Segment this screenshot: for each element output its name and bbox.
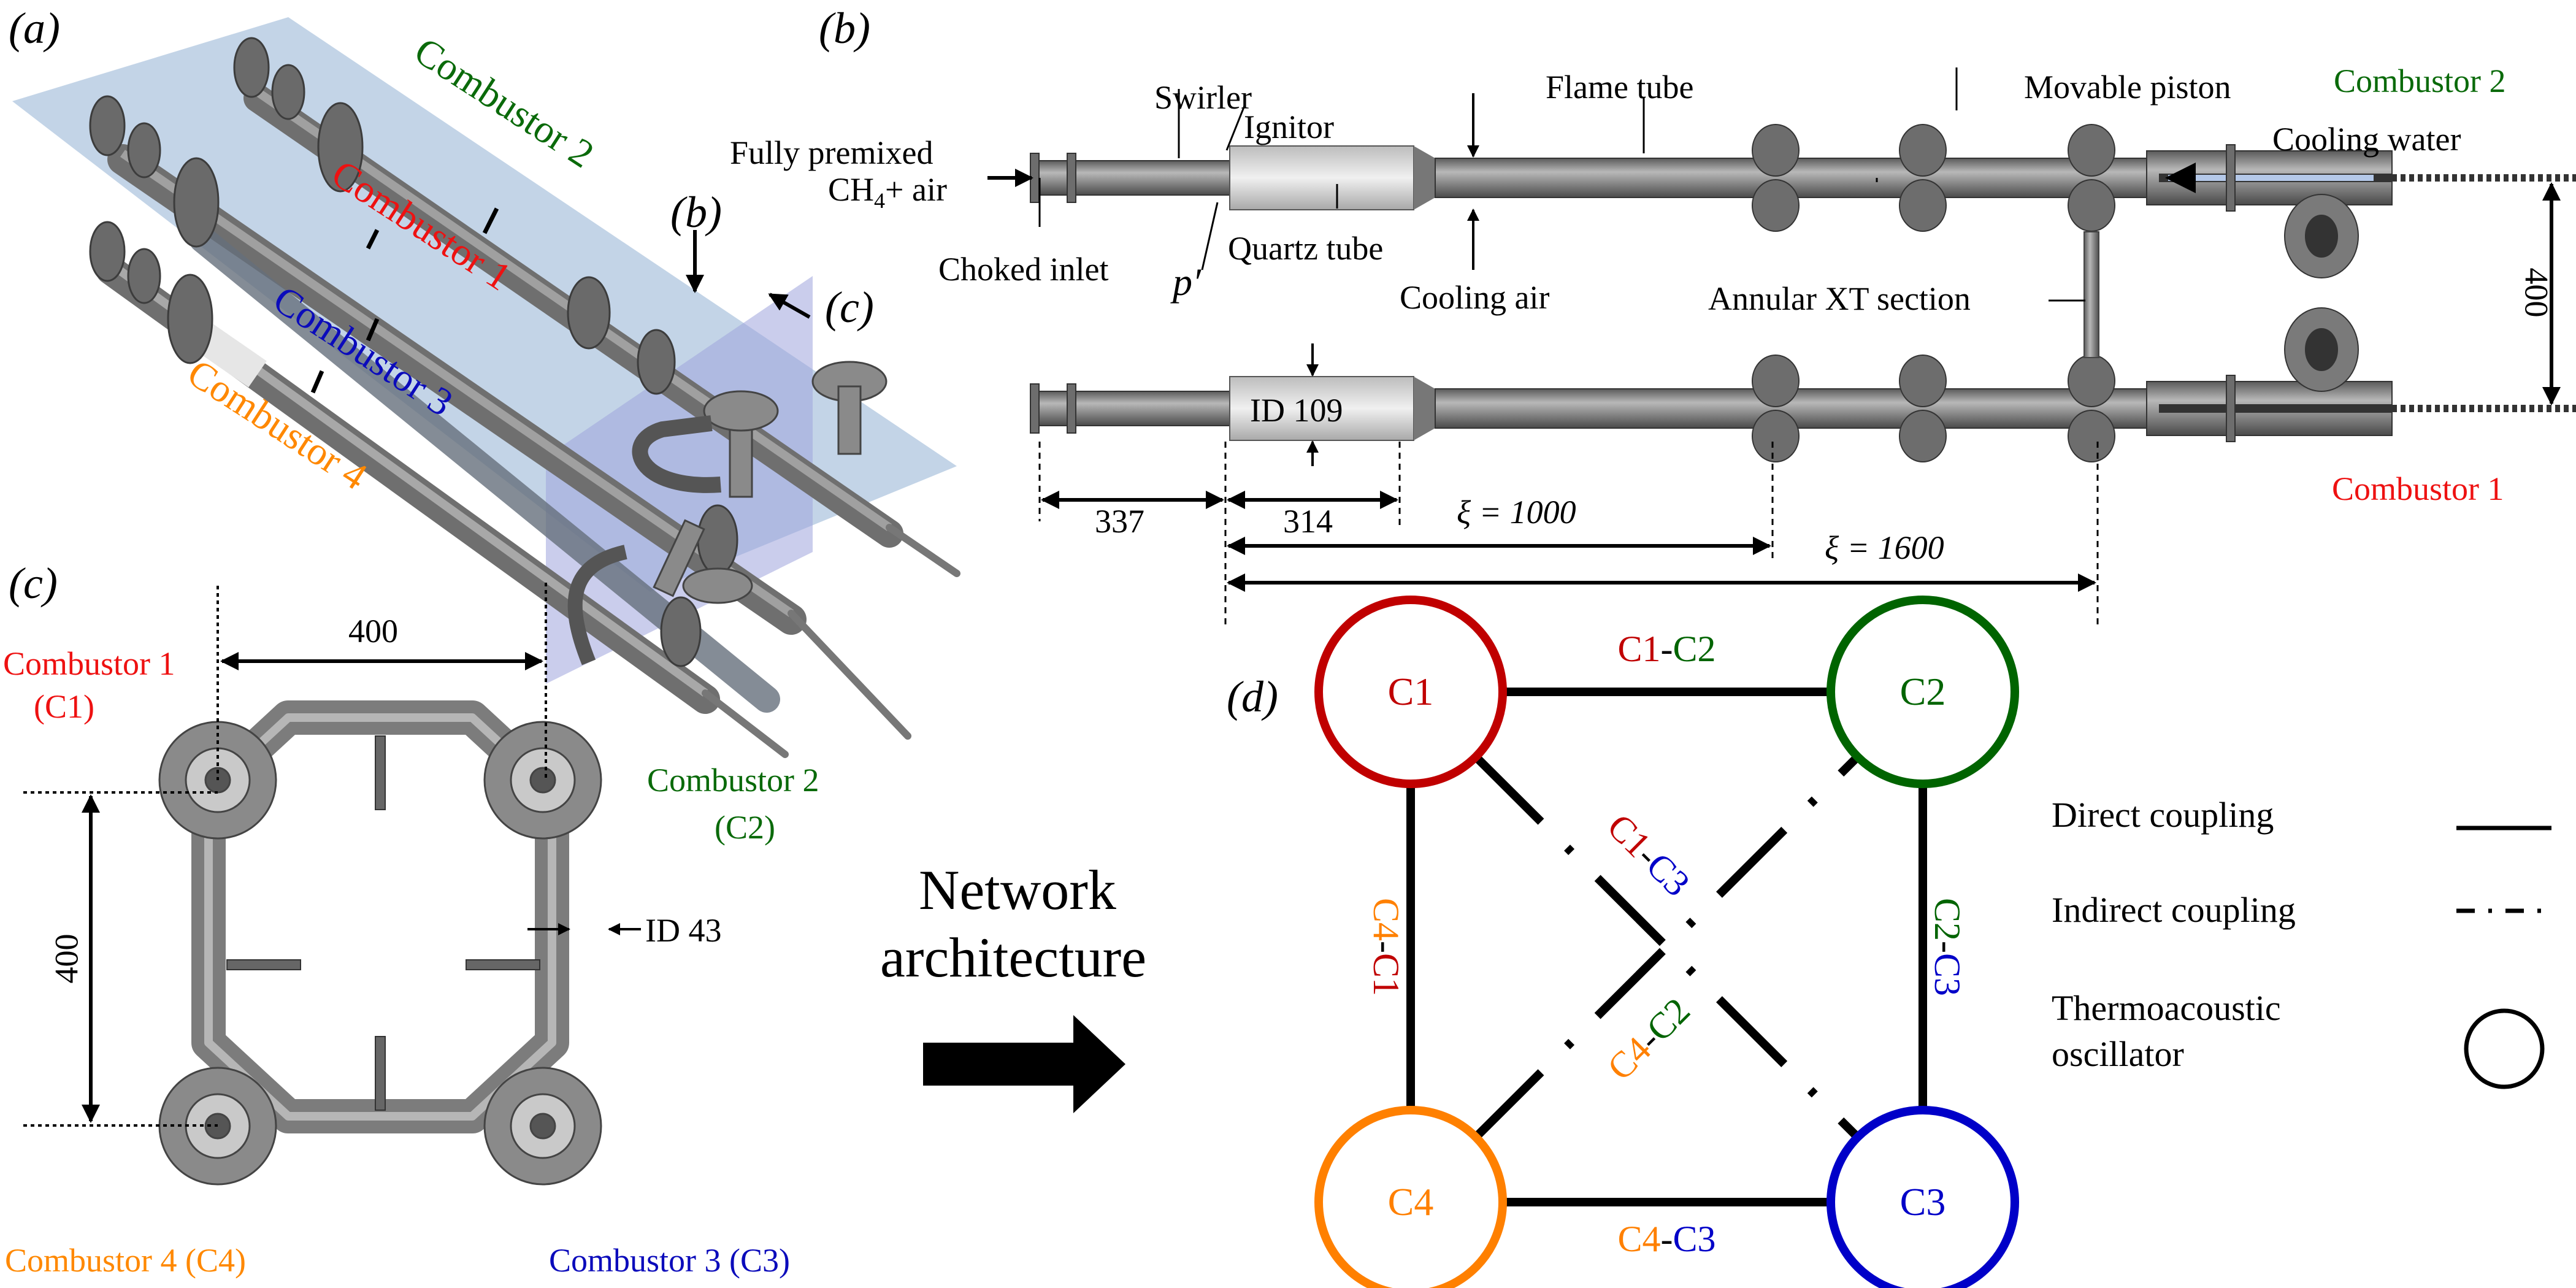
- legend-direct-label: Direct coupling: [2052, 795, 2274, 835]
- dim-xi-1000: ξ = 1000: [1457, 494, 1576, 531]
- label-pressure-fluctuation: p′: [1173, 260, 1201, 304]
- panel-c-drawing: [23, 583, 641, 1186]
- transition-arrow-icon: [923, 1015, 1125, 1113]
- ring-label-c3: Combustor 3 (C3): [549, 1242, 791, 1279]
- legend-oscillator-label-line1: Thermoacoustic: [2052, 988, 2281, 1028]
- node-c3: [1827, 1106, 2019, 1288]
- axial-dimensions: [1038, 442, 2099, 626]
- edge-label-sep: -: [1660, 1219, 1673, 1259]
- edge-label-part-a: C1: [1617, 629, 1661, 669]
- annular-ring-highlight: [204, 713, 556, 1121]
- section-combustor-1: [1030, 376, 2576, 441]
- exhaust-flanges: [2284, 194, 2359, 392]
- dim-337: 337: [1095, 503, 1144, 540]
- edge-label-part-a: C4: [1617, 1219, 1661, 1259]
- edge-label-c4-c1: C4-C1: [1366, 897, 1406, 997]
- panel-a-ref-b: (b): [670, 188, 722, 237]
- iso-leader-ticks: [310, 207, 499, 394]
- edge-label-part-a: C4: [1366, 897, 1406, 941]
- section-leaders: [1038, 67, 2085, 302]
- iso-flanges: [89, 37, 738, 667]
- inlet-label-sub: 4: [874, 188, 886, 213]
- panel-label-b: (b): [819, 4, 870, 53]
- network-nodes: [1314, 596, 2019, 1288]
- transition-text-line2: architecture: [880, 926, 1147, 989]
- ring-top-dim-label: 400: [348, 613, 398, 650]
- legend-oscillator-label-line2: oscillator: [2052, 1034, 2184, 1074]
- ring-label-c2-name: Combustor 2: [647, 762, 819, 799]
- ring-sensors: [226, 735, 540, 1111]
- edge-c1-c3: [1473, 753, 1861, 1141]
- label-quartz-tube: Quartz tube: [1228, 230, 1384, 267]
- ring-side-dim-label: 400: [48, 933, 85, 984]
- inlet-label-line1: Fully premixed: [730, 134, 933, 171]
- network-edges: [1406, 688, 1927, 1206]
- arrow-to-c: [768, 293, 811, 319]
- panel-b-drawing: [987, 67, 2576, 626]
- edge-label-c4-c3: C4-C3: [1617, 1221, 1715, 1257]
- node-label-c2: C2: [1899, 670, 1946, 713]
- ring-id-43-label: ID 43: [645, 912, 722, 949]
- edge-label-sep: -: [1366, 941, 1406, 953]
- label-combustor-1-section: Combustor 1: [2332, 470, 2504, 507]
- edge-label-sep: -: [1660, 629, 1673, 669]
- ring-label-c1-name: Combustor 1: [3, 645, 175, 682]
- edge-label-c2-c3: C2-C3: [1927, 897, 1968, 997]
- ring-label-c4: Combustor 4 (C4): [5, 1242, 247, 1279]
- panel-label-c: (c): [9, 559, 58, 608]
- annular-xt-tube: [2083, 231, 2099, 358]
- label-swirler: Swirler: [1154, 79, 1252, 116]
- node-c4: [1314, 1106, 1507, 1288]
- legend-oscillator-symbol: [2464, 1008, 2545, 1089]
- transition-text-line1: Network: [919, 859, 1116, 921]
- label-movable-piston: Movable piston: [2024, 69, 2231, 105]
- edge-label-part-b: C1: [1366, 953, 1406, 997]
- node-label-c3: C3: [1899, 1180, 1946, 1224]
- panel-a-drawing: [12, 17, 960, 758]
- iso-annular-pipe: [632, 415, 721, 493]
- edge-label-part-b: C3: [1927, 953, 1968, 997]
- label-combustor-2-section: Combustor 2: [2334, 63, 2506, 99]
- edge-label-part-b: C3: [1673, 1219, 1716, 1259]
- node-label-c4: C4: [1387, 1180, 1434, 1224]
- label-annular-xt: Annular XT section: [1708, 280, 1971, 317]
- inlet-label-line2: CH4+ air: [828, 173, 947, 212]
- label-spacing-400: 400: [2518, 267, 2555, 318]
- label-id-109: ID 109: [1250, 392, 1343, 429]
- inlet-label-rest: + air: [885, 171, 947, 208]
- node-c1: [1314, 596, 1507, 788]
- dim-314: 314: [1283, 503, 1333, 540]
- panel-label-d: (d): [1227, 672, 1278, 721]
- dim-xi-1600: ξ = 1600: [1825, 529, 1944, 566]
- label-cooling-air: Cooling air: [1400, 279, 1550, 316]
- section-flanges: [1030, 124, 2236, 462]
- inlet-label-ch: CH: [828, 171, 875, 208]
- panel-label-a: (a): [9, 4, 60, 53]
- ring-label-c1-id: (C1): [34, 688, 94, 725]
- ring-reference-lines: [23, 583, 547, 1127]
- label-choked-inlet: Choked inlet: [938, 251, 1109, 288]
- edge-label-part-a: C2: [1927, 897, 1968, 941]
- edge-label-part-b: C2: [1673, 629, 1716, 669]
- iso-t-sections: [653, 361, 887, 604]
- label-cooling-water: Cooling water: [2272, 121, 2461, 158]
- iso-annular-pipe-2: [567, 545, 627, 665]
- legend-indirect-label: Indirect coupling: [2052, 890, 2296, 930]
- panel-a-ref-c: (c): [825, 283, 874, 332]
- label-flame-tube: Flame tube: [1546, 69, 1694, 105]
- iso-exhaust-rods: [702, 524, 960, 758]
- node-label-c1: C1: [1387, 670, 1434, 713]
- node-c2: [1827, 596, 2019, 788]
- edge-label-c1-c2: C1-C2: [1617, 631, 1715, 667]
- label-ignitor: Ignitor: [1244, 109, 1334, 145]
- ring-label-c2-id: (C2): [715, 809, 775, 846]
- edge-c4-c2: [1473, 753, 1861, 1141]
- edge-label-sep: -: [1927, 941, 1968, 953]
